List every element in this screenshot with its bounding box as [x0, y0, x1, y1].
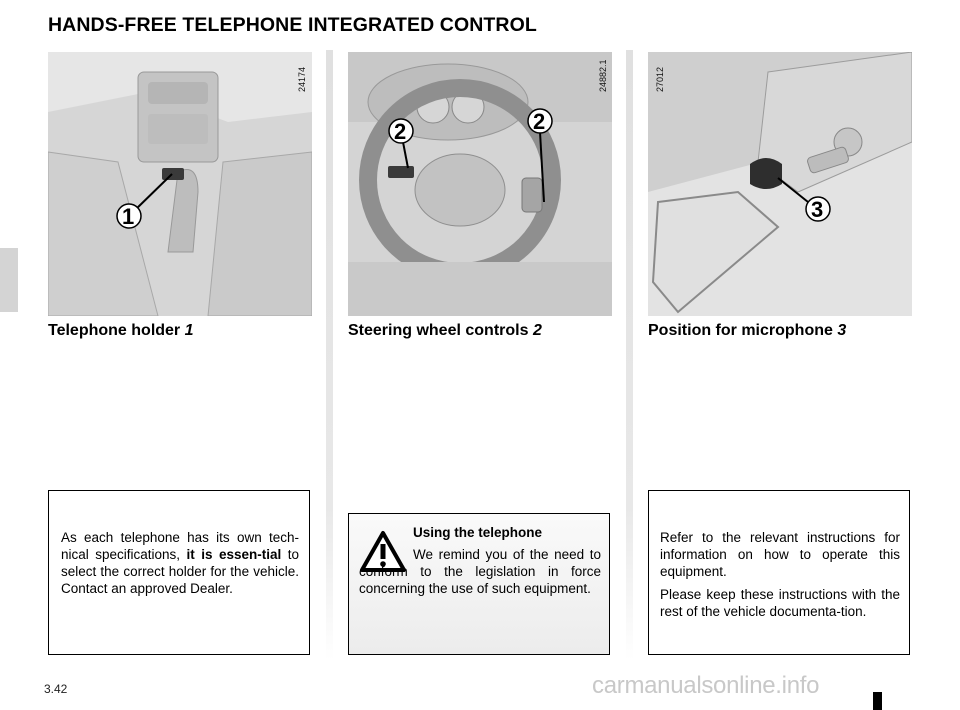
instructions-para-2: Please keep these instructions with the …	[660, 587, 900, 619]
caption-ref: 2	[532, 322, 542, 339]
instructions-box: Refer to the relevant instructions for i…	[648, 490, 910, 655]
section-side-tab	[0, 248, 18, 312]
page-edge-mark	[873, 692, 882, 710]
holder-note-part: to select the correct holder for the veh…	[61, 547, 300, 596]
watermark: carmanualsonline.info	[592, 672, 820, 699]
instructions-para-1: Refer to the relevant instructions for i…	[660, 530, 900, 579]
column-divider-right	[626, 50, 633, 660]
holder-note-text: As each telephone has its own tech-nical…	[61, 529, 299, 597]
caption-ref: 1	[184, 322, 194, 339]
page-number: 3.42	[44, 682, 68, 696]
photo-steering-wheel: 2 2	[348, 52, 612, 316]
warning-triangle-icon	[360, 531, 406, 572]
column-divider-left	[326, 50, 333, 660]
callout-2b: 2	[533, 109, 545, 134]
photo-code-3: 27012	[655, 66, 665, 92]
holder-note-emphasis: it is essen-tial	[186, 547, 282, 562]
photo-microphone-position: 3	[648, 52, 912, 316]
steering-wheel-illustration: 2 2	[348, 52, 612, 316]
callout-3: 3	[811, 197, 823, 222]
caption-microphone-position: Position for microphone 3	[648, 322, 846, 340]
roof-console-illustration: 3	[648, 52, 912, 316]
photo-code-2: 24882.1	[598, 59, 608, 92]
warning-box: Using the telephone We remind you of the…	[348, 513, 610, 655]
warning-body: We remind you of the need to conform to …	[359, 547, 601, 596]
holder-note-part: As each telephone has its own tech-nical…	[61, 530, 299, 562]
caption-text: Position for microphone	[648, 322, 833, 339]
callout-2a: 2	[394, 119, 406, 144]
warning-title: Using the telephone	[413, 525, 543, 540]
photo-telephone-holder: 1	[48, 52, 312, 316]
car-interior-illustration: 1	[48, 52, 312, 316]
caption-text: Steering wheel controls	[348, 322, 529, 339]
caption-ref: 3	[837, 322, 847, 339]
caption-telephone-holder: Telephone holder 1	[48, 322, 194, 340]
caption-steering-wheel: Steering wheel controls 2	[348, 322, 542, 340]
caption-text: Telephone holder	[48, 322, 181, 339]
page-title: HANDS-FREE TELEPHONE INTEGRATED CONTROL	[48, 14, 537, 36]
holder-note-box: As each telephone has its own tech-nical…	[48, 490, 310, 655]
photo-code-1: 24174	[297, 66, 307, 92]
callout-1: 1	[122, 204, 134, 229]
